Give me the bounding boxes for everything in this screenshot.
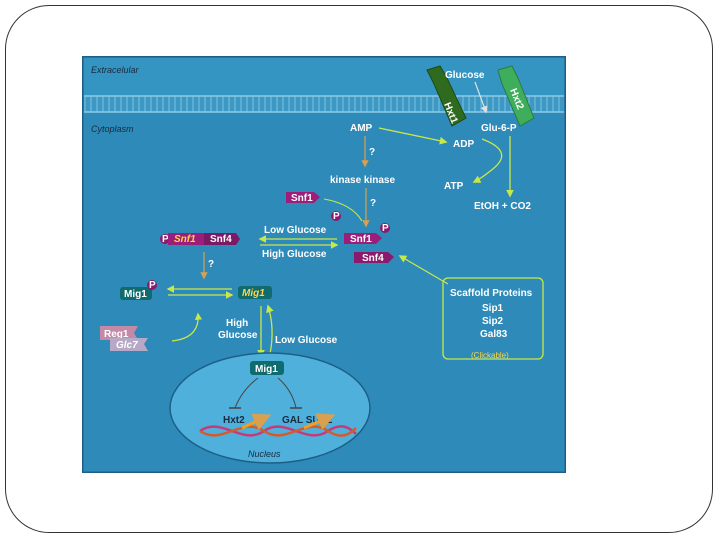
high-glucose-line1: High xyxy=(226,318,248,329)
extracellular-region xyxy=(84,58,564,96)
svg-text:P: P xyxy=(149,280,156,291)
reg1-to-mig1-arrow xyxy=(171,312,203,342)
low-glucose-label: Low Glucose xyxy=(264,225,327,236)
hxt2-transporter: Hxt2 xyxy=(497,65,535,127)
adp-to-atp-arrow xyxy=(472,138,503,183)
snf1-free-label: Snf1 xyxy=(291,193,313,204)
scaffold-item-sip1: Sip1 xyxy=(482,303,504,314)
etoh-label: EtOH + CO2 xyxy=(474,201,531,212)
snf4-inactive-label: Snf4 xyxy=(210,234,232,245)
snf4-active-label: Snf4 xyxy=(362,253,384,264)
mig1-phospho: Mig1 P xyxy=(120,280,157,300)
snf1-free: Snf1 xyxy=(286,192,320,204)
mig1-nuclear-label: Mig1 xyxy=(255,364,278,375)
scaffold-proteins-box[interactable]: Scaffold Proteins Sip1 Sip2 Gal83 xyxy=(442,277,544,360)
cell-membrane xyxy=(84,96,564,112)
svg-text:P: P xyxy=(162,234,169,245)
nucleus-label: Nucleus xyxy=(248,449,281,459)
cytoplasm-label: Cytoplasm xyxy=(91,124,134,134)
svg-text:P: P xyxy=(333,211,340,222)
reg1-label: Reg1 xyxy=(104,329,129,340)
mig1-phospho-label: Mig1 xyxy=(124,289,147,300)
mig1-nuclear xyxy=(250,361,284,375)
low-glucose-label-2: Low Glucose xyxy=(275,335,338,346)
adp-label: ADP xyxy=(453,139,474,150)
gene-gal-suc2-label: GAL SUC2 xyxy=(282,415,333,426)
mig1-export-arrow xyxy=(266,304,274,355)
amp-to-adp-arrow xyxy=(378,127,448,145)
unknown-mark-3: ? xyxy=(208,259,214,270)
pathway-diagram: Extracelular Cytoplasm Hxt1 Hxt2 Glucose… xyxy=(80,54,568,475)
scaffold-to-snf4-arrow xyxy=(398,255,449,285)
high-glucose-line2: Glucose xyxy=(218,330,258,341)
mig1-free: Mig1 xyxy=(238,286,272,299)
mig1-free-label: Mig1 xyxy=(242,288,265,299)
unknown-mark-2: ? xyxy=(370,198,376,209)
glc7-label: Glc7 xyxy=(116,340,138,351)
phospho-1 xyxy=(331,211,341,221)
glu6p-label: Glu-6-P xyxy=(481,123,517,134)
snf1-snf4-complex-inactive: P Snf1 Snf4 xyxy=(160,233,240,245)
svg-text:P: P xyxy=(382,223,389,234)
unknown-mark-1: ? xyxy=(369,147,375,158)
high-glucose-label: High Glucose xyxy=(262,249,327,260)
gene-hxt2-label: Hxt2 xyxy=(223,415,245,426)
reg1-glc7-complex: Reg1 Glc7 xyxy=(100,326,148,351)
snf1-snf4-complex-active: Snf1 P Snf4 xyxy=(344,223,394,264)
snf1-inactive-label: Snf1 xyxy=(174,234,196,245)
scaffold-title: Scaffold Proteins xyxy=(450,288,533,299)
atp-label: ATP xyxy=(444,181,464,192)
kinase-kinase-label: kinase kinase xyxy=(330,175,395,186)
dna-helix xyxy=(199,413,357,437)
glucose-label: Glucose xyxy=(445,70,485,81)
scaffold-clickable-link[interactable]: (Clickable) xyxy=(471,351,509,360)
extracellular-label: Extracelular xyxy=(91,65,140,75)
pathway-svg: Extracelular Cytoplasm Hxt1 Hxt2 Glucose… xyxy=(80,54,568,475)
snf1-active-label: Snf1 xyxy=(350,234,372,245)
scaffold-item-sip2: Sip2 xyxy=(482,316,504,327)
amp-label: AMP xyxy=(350,123,373,134)
scaffold-item-gal83: Gal83 xyxy=(480,329,508,340)
